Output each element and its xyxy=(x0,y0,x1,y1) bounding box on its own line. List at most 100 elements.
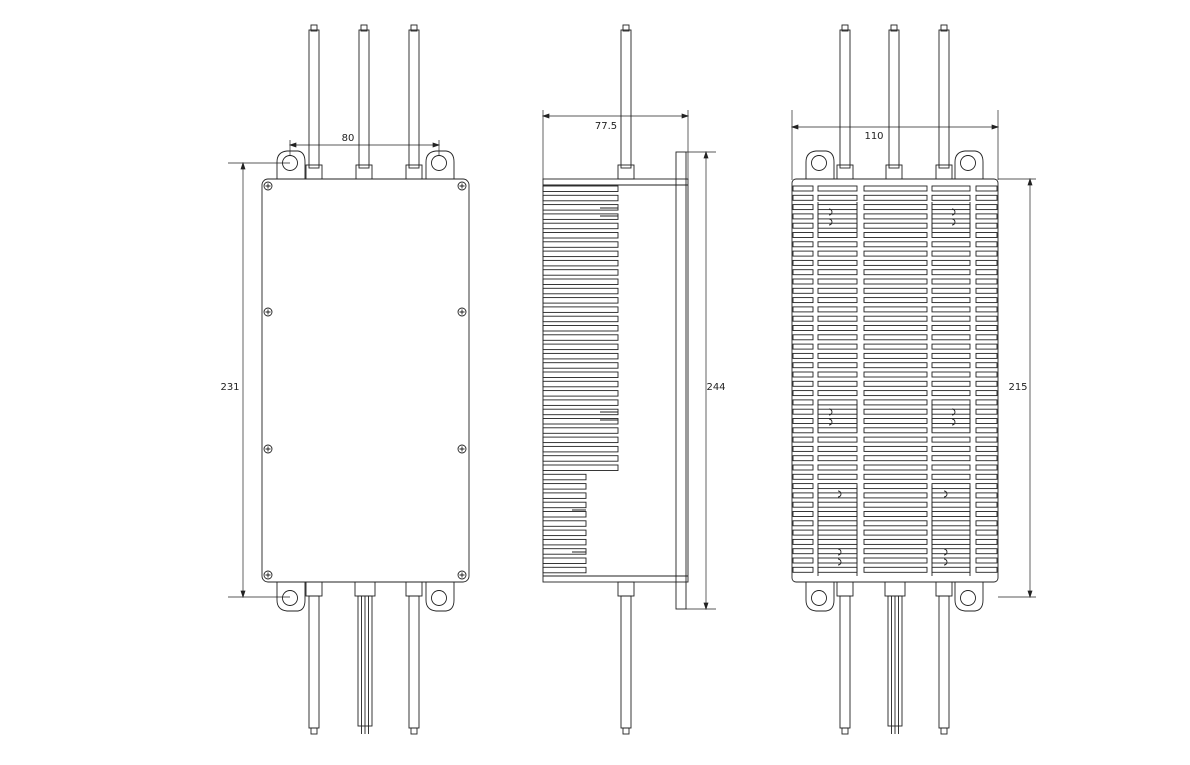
mount-hole-icon xyxy=(431,155,447,171)
fin-slot xyxy=(817,511,858,517)
fin-slot xyxy=(931,334,971,341)
fin-slot xyxy=(975,455,998,462)
side-flange xyxy=(675,151,687,610)
fin-slot xyxy=(975,185,998,192)
fin-slot xyxy=(817,445,858,452)
fin xyxy=(542,473,587,481)
fin-slot xyxy=(817,222,858,229)
fin-slot xyxy=(792,241,814,248)
front-height-label: 231 xyxy=(220,382,239,393)
fin-slot xyxy=(817,185,858,192)
top-dimension-lines xyxy=(790,110,1036,599)
fin-slot xyxy=(863,352,928,359)
fin xyxy=(542,548,587,555)
fin-slot xyxy=(817,250,858,257)
fin-slot xyxy=(931,371,971,378)
screw-icon xyxy=(457,444,467,454)
fin-slot xyxy=(792,287,814,294)
top-width-label: 110 xyxy=(864,131,883,142)
fin-slot xyxy=(863,436,928,443)
fin-slot xyxy=(863,297,928,304)
fin xyxy=(542,399,619,406)
fin-slot xyxy=(792,250,814,257)
fin-slot xyxy=(792,278,814,285)
fin-slot xyxy=(975,399,998,406)
fin-slot xyxy=(863,185,928,192)
fin-slot xyxy=(817,362,858,369)
fin-slot xyxy=(863,418,928,424)
fin-slot xyxy=(863,213,928,220)
fin xyxy=(542,334,619,341)
fin-slot xyxy=(863,390,928,397)
fin-slot xyxy=(792,306,814,313)
fin-slot xyxy=(817,455,858,462)
fin xyxy=(542,287,619,295)
fin-slot xyxy=(817,334,858,341)
fin xyxy=(542,538,587,546)
fin-slot xyxy=(863,222,928,229)
fin-slot xyxy=(975,241,998,248)
fin xyxy=(542,483,587,490)
mount-hole-icon xyxy=(811,155,827,171)
fin-slot xyxy=(792,334,814,341)
fin-slot xyxy=(792,380,814,387)
boss-mark xyxy=(828,218,833,226)
fin-slot xyxy=(931,399,971,406)
fin-slot xyxy=(975,232,998,238)
fin xyxy=(542,222,619,230)
fin-slot xyxy=(792,343,814,350)
fin-slot xyxy=(975,566,998,573)
fin-slot xyxy=(975,250,998,257)
fin-slot xyxy=(817,194,858,201)
fin-slot xyxy=(931,213,971,220)
fin-slot xyxy=(975,492,998,499)
side-view: 77.5 244 xyxy=(541,24,726,735)
mount-hole-icon xyxy=(282,590,298,606)
fin-slot xyxy=(863,408,928,415)
fin-slot xyxy=(975,436,998,443)
fin-slot xyxy=(975,520,998,527)
fin-slot xyxy=(817,315,858,322)
mount-hole-icon xyxy=(960,155,976,171)
fin-slot xyxy=(931,306,971,313)
fin xyxy=(542,259,619,267)
fin-slot xyxy=(792,445,814,452)
fin-slot xyxy=(931,557,971,564)
top-view: 110 215 xyxy=(790,24,1036,735)
fin xyxy=(542,436,619,444)
fin-slot xyxy=(863,492,928,499)
fin-slot xyxy=(931,352,971,359)
fin-slot xyxy=(931,445,971,452)
fin-slot xyxy=(931,380,971,387)
fin-slot xyxy=(863,455,928,462)
fin-slot xyxy=(975,259,998,266)
fin-slot xyxy=(817,483,858,490)
fin-slot xyxy=(792,483,814,490)
fin-slot xyxy=(863,548,928,555)
fin-slot xyxy=(975,269,998,276)
fin-slot xyxy=(975,548,998,555)
fin-slot xyxy=(931,204,971,211)
side-width-label: 77.5 xyxy=(595,121,617,132)
fin-slot xyxy=(792,362,814,369)
fin-slot xyxy=(792,352,814,359)
fin-slot xyxy=(792,436,814,443)
fin-slot xyxy=(975,278,998,285)
fin-slot xyxy=(975,287,998,294)
side-height-label: 244 xyxy=(706,382,725,393)
fin xyxy=(542,194,619,202)
fin-slot xyxy=(975,362,998,369)
fin-slot xyxy=(975,427,998,434)
fin-slot xyxy=(931,287,971,294)
fin xyxy=(542,297,619,304)
fin-slot xyxy=(863,538,928,545)
fin-slot xyxy=(863,427,928,434)
boss-mark xyxy=(943,548,948,556)
fin xyxy=(542,269,619,276)
fin-slot xyxy=(975,352,998,359)
fin-slot xyxy=(817,287,858,294)
fin-slot xyxy=(975,371,998,378)
fin-slot xyxy=(817,325,858,331)
fin-slot xyxy=(817,501,858,508)
